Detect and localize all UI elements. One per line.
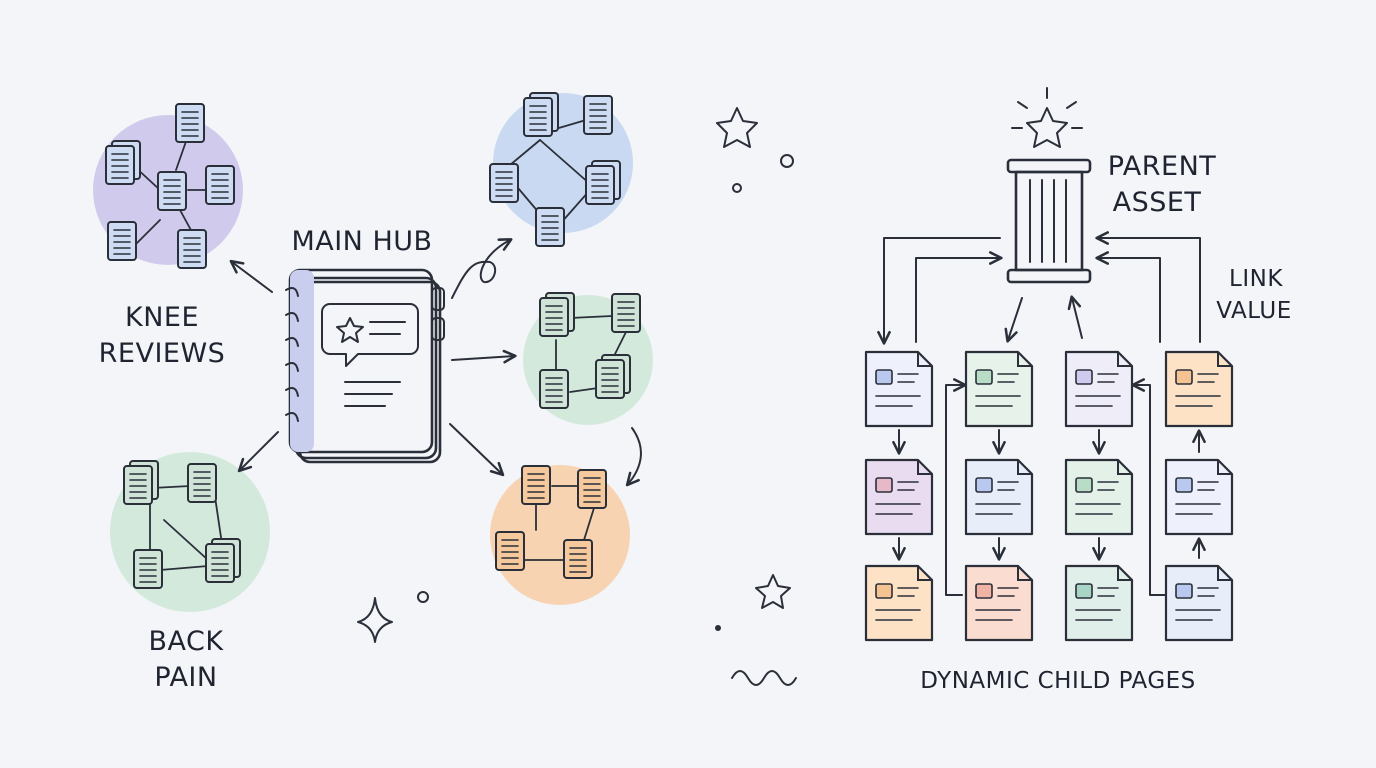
- child-page-document-icon: [1064, 564, 1134, 642]
- hub-label: MAIN HUB: [291, 226, 432, 257]
- child-page-document-icon: [1164, 350, 1234, 428]
- notebook-icon: [285, 268, 445, 464]
- document-icon: [157, 171, 187, 211]
- document-icon: [577, 469, 607, 509]
- child-page-document-icon: [964, 564, 1034, 642]
- cluster-bottom-orange: [490, 465, 630, 605]
- cluster-top-right-blue: [489, 92, 633, 247]
- document-icon: [133, 549, 163, 589]
- document-icon: [175, 103, 205, 143]
- document-icon: [495, 531, 525, 571]
- child-page-document-icon: [864, 564, 934, 642]
- cluster-link: [569, 387, 599, 393]
- pillar-icon: [1006, 158, 1092, 284]
- document-icon: [611, 293, 641, 333]
- child-page-document-icon: [1064, 458, 1134, 536]
- cluster-link: [583, 507, 595, 541]
- hub-arrows: [229, 238, 642, 487]
- child-page-document-icon: [864, 458, 934, 536]
- document-icon: [187, 463, 217, 503]
- link-arrows: [877, 231, 1201, 596]
- cluster-link: [569, 315, 613, 319]
- children-label: DYNAMIC CHILD PAGES: [920, 668, 1196, 694]
- document-icon: [523, 92, 559, 137]
- document-icon: [205, 538, 241, 583]
- document-icon: [539, 369, 569, 409]
- child-page-document-icon: [964, 350, 1034, 428]
- knee-label-line2: REVIEWS: [99, 338, 226, 369]
- dot-decoration: [732, 183, 742, 193]
- cluster-middle-green: [523, 292, 653, 425]
- child-page-document-icon: [1164, 564, 1234, 642]
- squiggle-icon: [731, 670, 797, 686]
- knee-label-line1: KNEE: [125, 302, 199, 333]
- star-icon: [716, 107, 758, 148]
- cluster-back-pain: [110, 452, 270, 612]
- document-icon: [595, 354, 631, 399]
- back-label-line2: PAIN: [154, 662, 217, 693]
- cluster-knee-reviews: [93, 103, 243, 269]
- star-rays: [1011, 87, 1083, 129]
- cluster-link: [163, 519, 209, 561]
- parent-label-line1: PARENT: [1108, 151, 1217, 182]
- dot-decoration: [417, 591, 429, 603]
- cluster-link: [133, 219, 161, 247]
- cluster-link: [179, 209, 193, 233]
- document-icon: [583, 95, 613, 135]
- parent-label-line2: ASSET: [1113, 187, 1202, 218]
- cluster-link: [159, 565, 209, 571]
- link-label-line1: LINK: [1229, 266, 1283, 292]
- document-icon: [585, 160, 621, 205]
- cluster-link: [539, 139, 591, 185]
- document-icon: [539, 292, 575, 337]
- document-icon: [521, 465, 551, 505]
- link-label-line2: VALUE: [1216, 298, 1292, 324]
- child-page-document-icon: [964, 458, 1034, 536]
- document-icon: [107, 221, 137, 261]
- child-page-document-icon: [1164, 458, 1234, 536]
- dot-decoration: [715, 625, 721, 631]
- back-label-line1: BACK: [148, 626, 224, 657]
- star-icon: [755, 574, 791, 609]
- document-icon: [177, 229, 207, 269]
- document-icon: [563, 539, 593, 579]
- document-icon: [535, 207, 565, 247]
- document-icon: [105, 140, 141, 185]
- dot-decoration: [780, 154, 794, 168]
- document-icon: [123, 460, 159, 505]
- child-page-document-icon: [864, 350, 934, 428]
- document-icon: [205, 165, 235, 205]
- star-icon: [1026, 107, 1068, 148]
- child-pages-grid: [864, 350, 1234, 642]
- child-page-document-icon: [1064, 350, 1134, 428]
- sparkle-icon: [357, 597, 393, 643]
- document-icon: [489, 163, 519, 203]
